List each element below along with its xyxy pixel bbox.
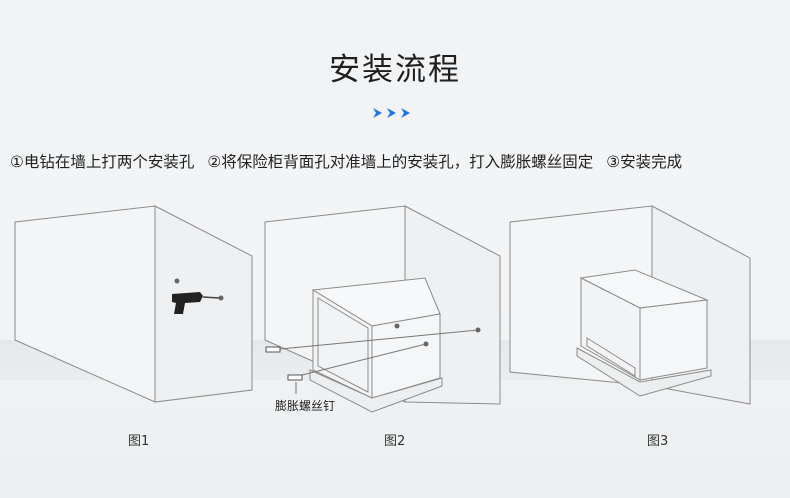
figure-2-caption: 图2 [384,434,406,449]
electric-drill-icon [172,292,220,314]
figure-1-caption: 图1 [128,434,150,449]
page-title: 安装流程 [329,52,461,88]
installed-safe [576,269,712,397]
drill-hole [218,295,224,301]
mounting-hole [423,341,429,347]
expansion-screw [287,374,303,381]
triple-chevron-right-icon [373,108,410,118]
steps-row: ①电钻在墙上打两个安装孔 ②将保险柜背面孔对准墙上的安装孔，打入膨胀螺丝固定 ③… [10,150,790,172]
mounting-hole [475,327,481,333]
figure-2-diagram [264,205,501,413]
step-1-label: ①电钻在墙上打两个安装孔 [10,153,195,171]
figure-3-caption: 图3 [647,434,669,449]
figure-3-diagram [509,205,751,405]
expansion-screw [265,346,281,353]
screw-label: 膨胀螺丝钉 [275,399,336,413]
step-3-label: ③安装完成 [606,153,683,171]
drill-hole [174,278,180,284]
mounting-hole [394,323,400,329]
step-2-label: ②将保险柜背面孔对准墙上的安装孔，打入膨胀螺丝固定 [207,153,594,171]
figure-1-diagram [14,205,253,403]
